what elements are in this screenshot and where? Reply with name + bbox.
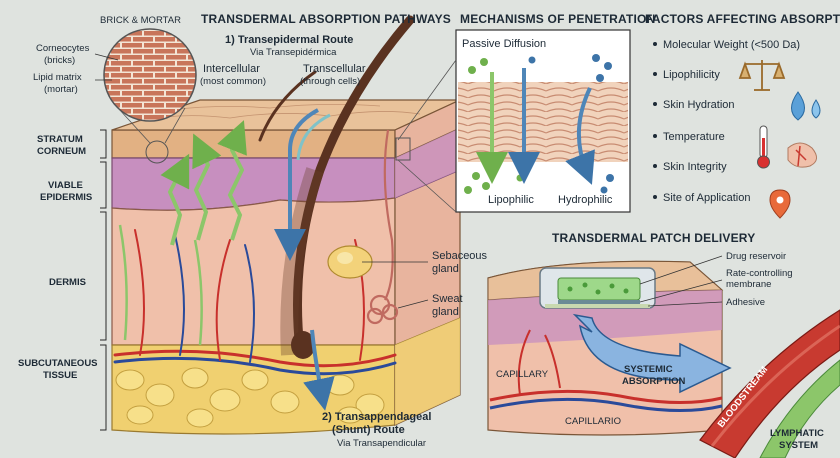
membrane-label-2: membrane [726,279,771,290]
systemic-label-2: ABSORPTION [622,376,685,387]
skin-integrity-icon [787,142,817,168]
layer-label-corneum-1: STRATUM [37,134,83,145]
factor-item: Temperature [663,131,725,143]
intercellular-label: Intercellular [203,63,260,75]
lipophilic-label: Lipophilic [488,194,534,206]
lymphatic-label-2: SYSTEM [779,440,818,451]
lymph-vessels [118,224,203,346]
reservoir-label: Drug reservoir [726,251,786,262]
membrane-label-1: Rate-controlling [726,268,793,279]
passive-diffusion-label: Passive Diffusion [462,38,546,50]
sweat-label-1: Sweat [432,293,463,305]
adhesive-label: Adhesive [726,297,765,308]
mechanisms-title: MECHANISMS OF PENETRATION [460,12,655,26]
stratum-corneum-layer [111,129,396,159]
bloodstream-vessel [699,309,840,458]
route2-label-1: 2) Transappendageal [322,411,431,423]
capillary-label: CAPILLARY [496,369,549,380]
hydrophilic-molecules [528,54,614,194]
sebaceous-label-1: Sebaceous [432,250,488,262]
thermometer-icon [757,125,770,169]
layer-label-epidermis-2: EPIDERMIS [40,192,92,203]
skin-block [100,15,461,435]
hydrophilic-label: Hydrophilic [558,194,613,206]
scale-icon [738,60,786,91]
route1-sub-label: Via Transepidérmica [250,47,337,58]
brick-mortar-inset [94,28,197,164]
sweat-gland [366,129,399,325]
route2-label-2: (Shunt) Route [332,424,405,436]
factor-item: Skin Hydration [663,99,735,111]
sebaceous-label-2: gland [432,263,459,275]
hair-shaft [293,15,415,355]
intercellular-pathway [160,120,247,246]
factor-item: Lipophilicity [663,69,720,81]
brick-mortar-title: BRICK & MORTAR [100,15,181,26]
corneocytes-label-1: Corneocytes [36,43,90,54]
patch-panel [487,255,840,458]
factor-item: Skin Integrity [663,161,727,173]
inset-source-circle [145,140,169,164]
factor-item: Molecular Weight (<500 Da) [663,39,800,51]
layer-label-subcutaneous-2: TISSUE [43,370,77,381]
factors-title: FACTORS AFFECTING ABSORPTION [645,12,840,26]
layer-label-dermis: DERMIS [49,277,86,288]
adhesive-layer [545,304,650,308]
sweat-label-2: gland [432,306,459,318]
lipid-label-1: Lipid matrix [33,72,82,83]
dermis-layer [111,197,396,346]
location-pin-icon [769,189,791,219]
transcellular-sub-label: (through cells) [300,76,360,87]
hair-bulb [291,331,315,359]
route2-sub-label: Via Transapendicular [337,438,426,449]
mechanisms-panel [395,29,631,213]
pathways-title: TRANSDERMAL ABSORPTION PATHWAYS [201,12,451,26]
transcellular-label: Transcellular [303,63,366,75]
factors-list: Molecular Weight (<500 Da) Lipophilicity… [653,39,800,204]
lymphatic-vessel [759,359,840,458]
patch-title: TRANSDERMAL PATCH DELIVERY [552,231,755,245]
blood-vessels [113,229,397,376]
route1-label: 1) Transepidermal Route [225,34,353,46]
shunt-pathway [303,329,335,411]
layer-label-corneum-2: CORNEUM [37,146,86,157]
rate-membrane [558,300,640,304]
capillario-label: CAPILLARIO [565,416,621,427]
fat-cells [115,367,385,428]
systemic-absorption-arrow [572,313,732,394]
systemic-label-1: SYSTEMIC [624,364,673,375]
water-drop-icon [791,91,821,121]
mechanisms-cell-layer [458,82,628,162]
intercellular-sub-label: (most common) [200,76,266,87]
transcellular-pathway [274,108,331,261]
factors-icons [738,60,821,219]
corneocytes-label-2: (bricks) [44,55,75,66]
layer-label-subcutaneous-1: SUBCUTANEOUS [18,358,98,369]
layer-brackets [100,129,107,431]
lipid-label-2: (mortar) [44,84,78,95]
layer-label-epidermis-1: VIABLE [48,180,83,191]
factor-item: Site of Application [663,192,750,204]
brick-mortar-circle [103,28,197,122]
lymphatic-label-1: LYMPHATIC [770,428,824,439]
hydrophilic-arrow [565,87,595,185]
